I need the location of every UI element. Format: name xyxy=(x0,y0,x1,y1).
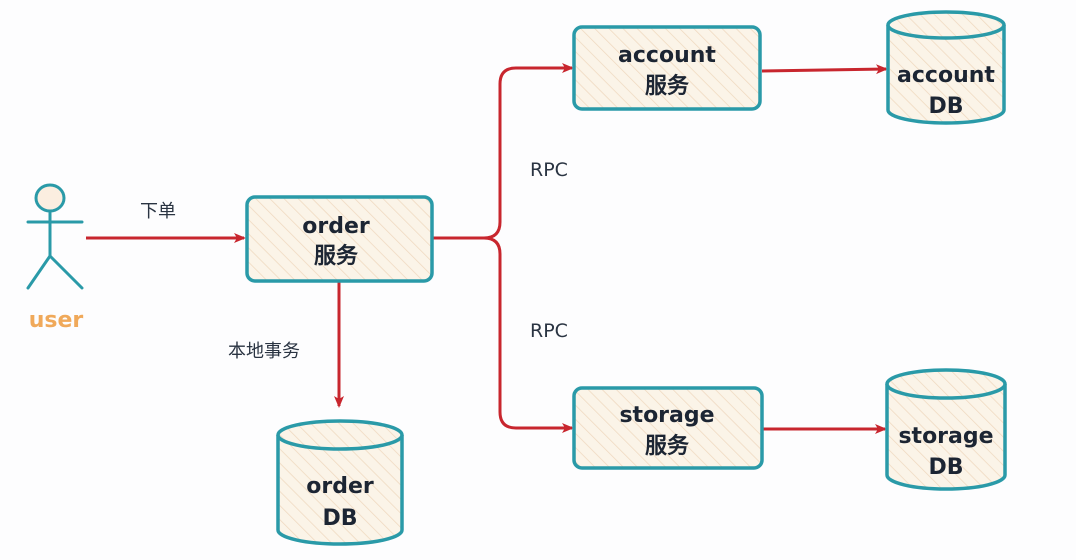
edge-account-to-accountdb xyxy=(761,64,888,75)
storage-db-node[interactable]: storage DB xyxy=(885,368,1007,491)
account-db-node[interactable]: account DB xyxy=(886,10,1006,125)
order-service-suffix: 服务 xyxy=(314,244,359,269)
order-db-name: order xyxy=(306,474,374,499)
edge-label-rpc-storage: RPC xyxy=(530,320,568,342)
account-db-name: account xyxy=(897,63,995,88)
order-db-suffix: DB xyxy=(322,506,357,531)
order-db-node[interactable]: order DB xyxy=(276,419,404,546)
database-cylinder-icon xyxy=(886,10,1006,125)
storage-db-name: storage xyxy=(898,424,993,449)
storage-service-suffix: 服务 xyxy=(645,434,690,459)
account-service-suffix: 服务 xyxy=(645,74,690,99)
storage-db-suffix: DB xyxy=(928,455,963,480)
edge-user-to-order: 下单 xyxy=(86,201,246,243)
stick-figure-icon xyxy=(26,183,84,290)
account-service-node[interactable]: account 服务 xyxy=(572,25,762,111)
database-cylinder-icon xyxy=(885,368,1007,491)
order-service-name: order xyxy=(302,214,370,239)
user-actor: user xyxy=(26,183,84,333)
order-service-node[interactable]: order 服务 xyxy=(245,195,434,283)
account-service-name: account xyxy=(618,43,716,68)
user-label: user xyxy=(29,308,84,333)
storage-service-node[interactable]: storage 服务 xyxy=(572,386,764,470)
account-db-suffix: DB xyxy=(928,94,963,119)
edge-order-to-orderdb: 本地事务 xyxy=(228,282,344,408)
storage-service-name: storage xyxy=(619,403,714,428)
database-cylinder-icon xyxy=(276,419,404,546)
edge-order-to-services-bracket xyxy=(432,63,574,433)
edge-label-place-order: 下单 xyxy=(140,201,176,222)
edge-label-local-tx: 本地事务 xyxy=(228,341,300,362)
edge-label-rpc-account: RPC xyxy=(530,159,568,181)
